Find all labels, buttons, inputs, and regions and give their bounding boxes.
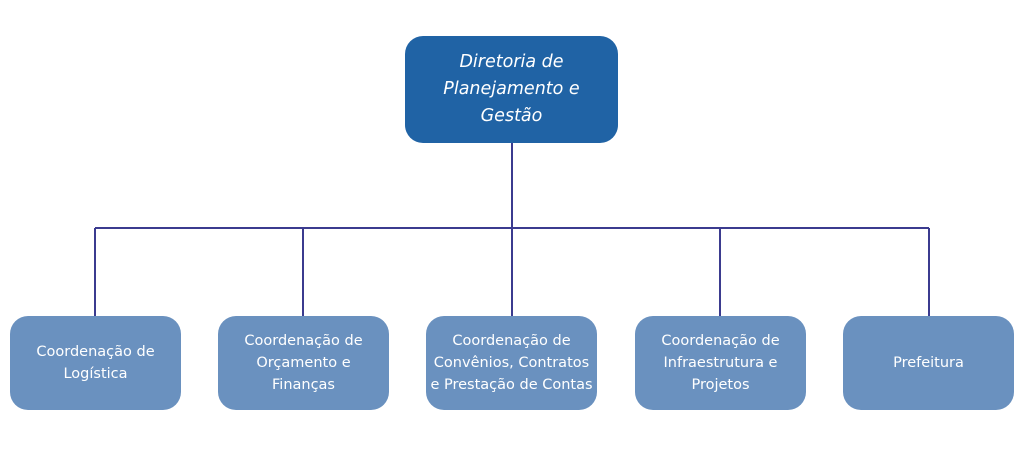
node-label: Prefeitura (893, 355, 964, 371)
node-prefeitura: Prefeitura (843, 316, 1014, 410)
node-coordenacao-infraestrutura: Coordenação de Infraestrutura e Projetos (635, 316, 806, 410)
node-coordenacao-orcamento-financas: Coordenação de Orçamento e Finanças (218, 316, 389, 410)
node-label: Coordenação de Logística (36, 344, 155, 382)
node-label: Coordenação de Orçamento e Finanças (244, 333, 363, 393)
node-coordenacao-convenios: Coordenação de Convênios, Contratos e Pr… (426, 316, 597, 410)
node-label: Coordenação de Infraestrutura e Projetos (661, 333, 780, 393)
root-node-diretoria: Diretoria de Planejamento e Gestão (405, 36, 618, 143)
root-node-label: Diretoria de Planejamento e Gestão (443, 52, 580, 126)
node-label: Coordenação de Convênios, Contratos e Pr… (430, 333, 593, 393)
node-coordenacao-logistica: Coordenação de Logística (10, 316, 181, 410)
